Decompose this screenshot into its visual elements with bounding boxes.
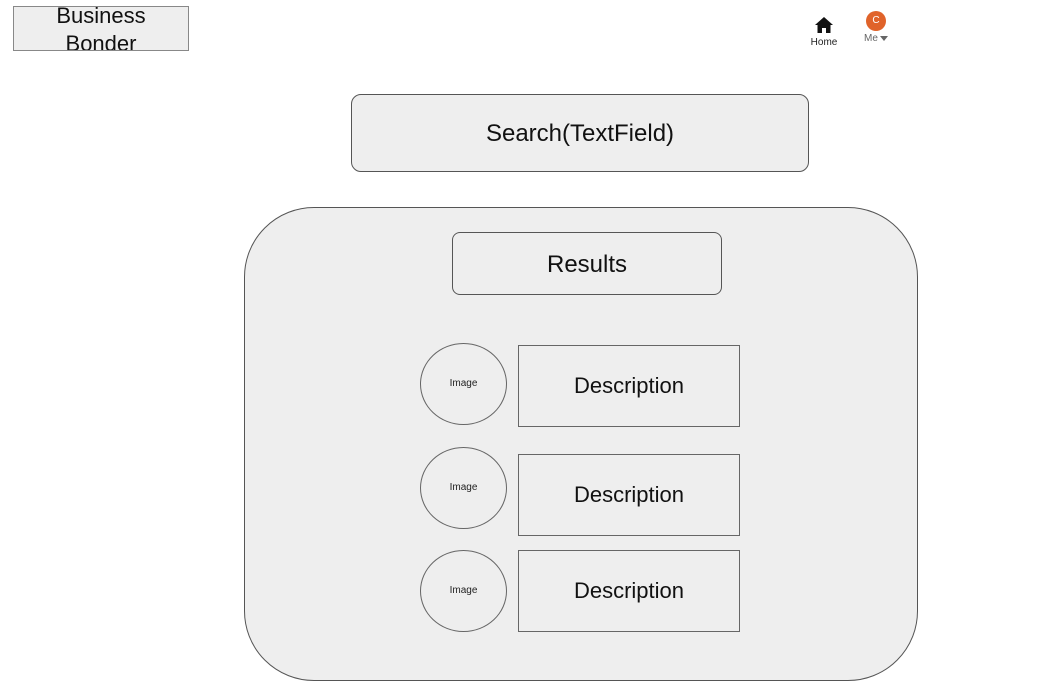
result-description[interactable]: Description [518,550,740,632]
result-image: Image [420,550,507,632]
nav-home[interactable]: Home [805,16,843,56]
nav-me-label: Me [864,33,878,44]
result-description[interactable]: Description [518,345,740,427]
chevron-down-icon [879,35,888,41]
results-title: Results [452,232,722,295]
app-logo[interactable]: Business Bonder [13,6,189,51]
logo-line-1: Business [56,6,146,28]
avatar: C [866,11,886,31]
result-description[interactable]: Description [518,454,740,536]
search-input[interactable]: Search(TextField) [351,94,809,172]
result-image: Image [420,343,507,425]
result-image: Image [420,447,507,529]
home-icon [805,16,843,34]
nav-home-label: Home [810,37,838,48]
nav-me[interactable]: C Me [856,11,896,51]
logo-line-2: Bonder [65,31,137,51]
